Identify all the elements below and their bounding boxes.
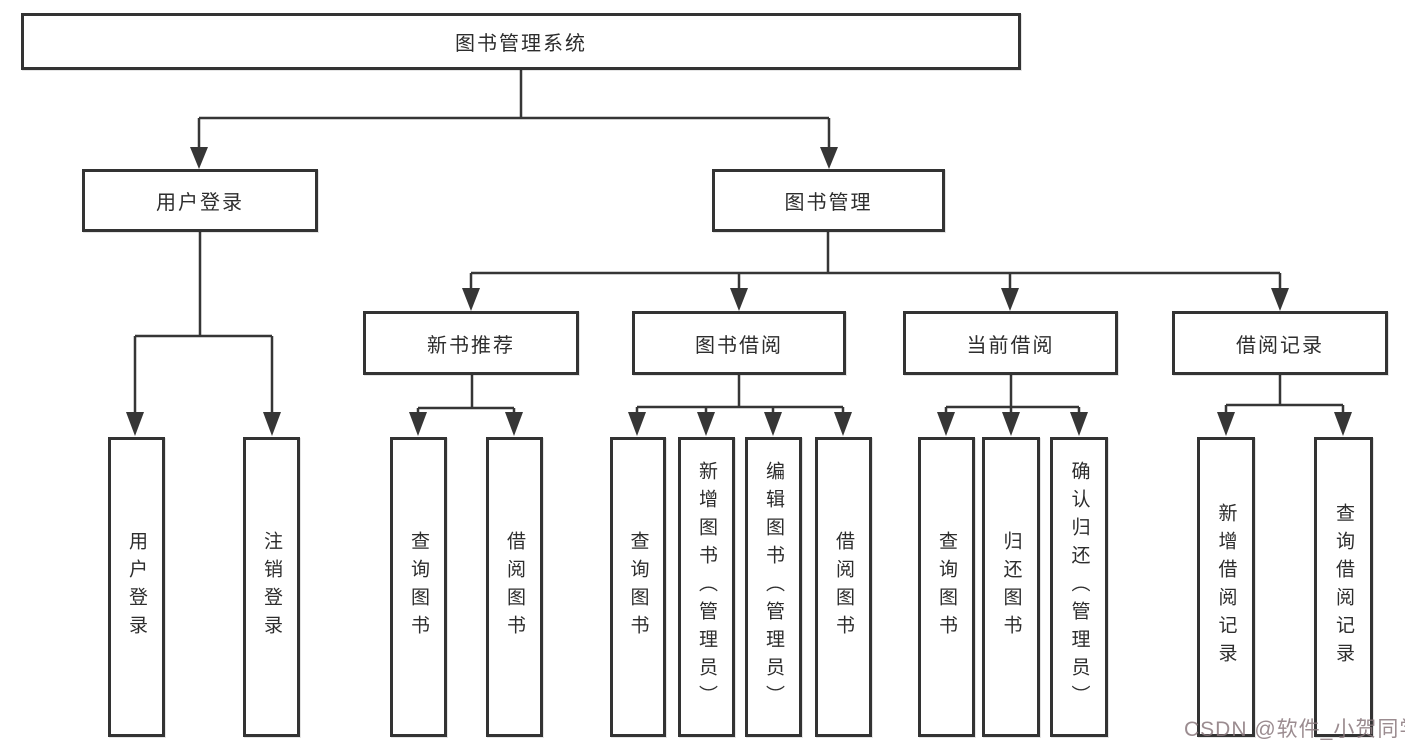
leaf-confirm-return-admin: 确认归还（管理员） (1050, 437, 1108, 737)
node-user-login: 用户登录 (82, 169, 318, 232)
node-current-borrowing: 当前借阅 (903, 311, 1118, 375)
leaf-query-books-current: 查询图书 (918, 437, 975, 737)
leaf-borrow-books: 借阅图书 (815, 437, 872, 737)
csdn-watermark: CSDN @软件_小贺同学 (1184, 718, 1405, 741)
leaf-edit-books-admin: 编辑图书（管理员） (745, 437, 802, 737)
leaf-query-books-recommend: 查询图书 (390, 437, 447, 737)
leaf-add-books-admin: 新增图书（管理员） (678, 437, 735, 737)
node-library-system: 图书管理系统 (21, 13, 1021, 70)
leaf-logout: 注销登录 (243, 437, 300, 737)
leaf-add-borrow-record: 新增借阅记录 (1197, 437, 1255, 737)
node-borrow-records: 借阅记录 (1172, 311, 1388, 375)
leaf-borrow-books-recommend: 借阅图书 (486, 437, 543, 737)
leaf-query-borrow-record: 查询借阅记录 (1314, 437, 1373, 737)
node-book-management: 图书管理 (712, 169, 945, 232)
node-book-borrowing: 图书借阅 (632, 311, 846, 375)
leaf-query-books-borrowing: 查询图书 (610, 437, 666, 737)
leaf-user-login: 用户登录 (108, 437, 165, 737)
leaf-return-books: 归还图书 (982, 437, 1040, 737)
node-new-book-recommend: 新书推荐 (363, 311, 579, 375)
